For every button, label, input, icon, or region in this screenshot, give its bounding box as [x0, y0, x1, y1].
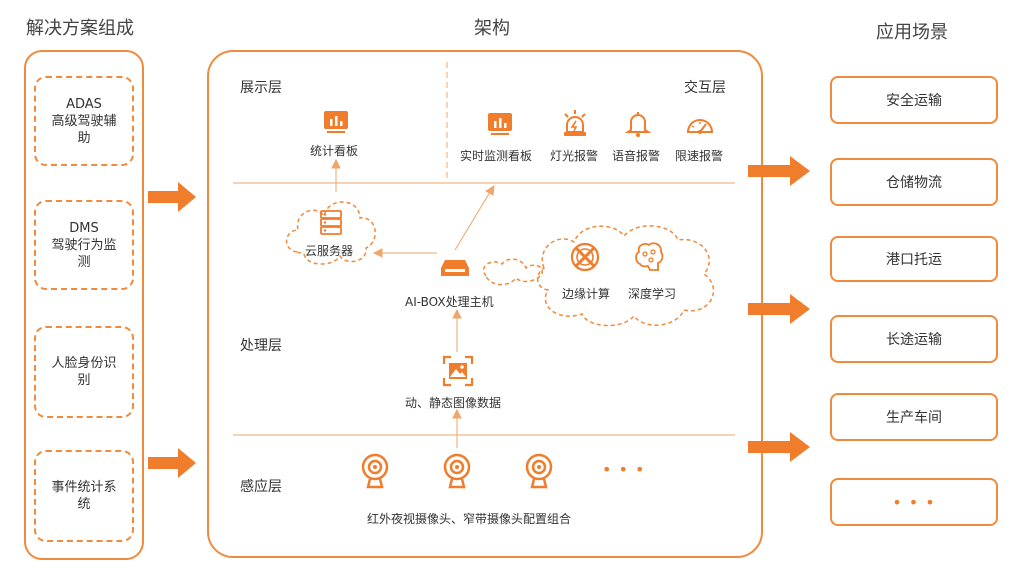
layer-processing-label: 处理层 [240, 338, 282, 354]
arrow-left-bottom [148, 448, 196, 478]
camera-icon [525, 453, 553, 489]
cloud-server-label: 云服务器 [305, 244, 354, 258]
scenario-warehouse-logistics: 仓储物流 [830, 158, 998, 206]
arrow-left-top [148, 182, 196, 212]
component-adas: ADAS 高级驾驶辅 助 [34, 76, 134, 166]
image-data-icon [442, 355, 474, 387]
left-header: 解决方案组成 [26, 18, 134, 39]
scenario-more: • • • [830, 478, 998, 526]
edge-cloud [482, 225, 715, 327]
camera-icon [361, 453, 389, 489]
component-dms: DMS 驾驶行为监 测 [34, 200, 134, 290]
layer-sensing-label: 感应层 [240, 479, 282, 495]
layer-display-label: 展示层 [240, 80, 282, 96]
stats-board-icon [324, 111, 348, 133]
solution-components-panel [24, 50, 144, 560]
chart-board-icon [488, 113, 512, 135]
interaction-item-label: 实时监测看板 [460, 149, 533, 163]
arrow-right-3 [748, 432, 810, 462]
speedometer-icon [686, 119, 714, 134]
center-header: 架构 [474, 18, 510, 39]
server-icon [320, 210, 342, 235]
interaction-item-label: 限速报警 [675, 149, 724, 163]
component-event-stats: 事件统计系 统 [34, 450, 134, 542]
ai-box-icon [441, 260, 469, 276]
scenario-port-shipping: 港口托运 [830, 236, 998, 282]
component-face-id: 人脸身份识 别 [34, 326, 134, 418]
layer-interaction-label: 交互层 [684, 80, 726, 96]
more-cameras-ellipsis: • • • [602, 460, 646, 479]
ai-box-label: AI-BOX处理主机 [405, 295, 494, 309]
arrow-right-2 [748, 294, 810, 324]
interaction-item-label: 语音报警 [612, 149, 661, 163]
cloud-server-cloud [285, 201, 376, 265]
edge-computing-icon [570, 242, 600, 272]
arrow-right-1 [748, 156, 810, 186]
scenario-safe-transport: 安全运输 [830, 76, 998, 124]
cameras-caption: 红外夜视摄像头、窄带摄像头配置组合 [367, 512, 572, 526]
right-header: 应用场景 [876, 22, 948, 43]
scenario-long-haul: 长途运输 [830, 315, 998, 363]
edge-computing-label: 边缘计算 [562, 287, 611, 301]
scenario-workshop: 生产车间 [830, 393, 998, 441]
camera-icon [443, 453, 471, 489]
deep-learning-label: 深度学习 [628, 287, 677, 301]
bell-icon [624, 112, 652, 137]
stats-board-label: 统计看板 [310, 144, 359, 158]
interaction-item-label: 灯光报警 [550, 149, 599, 163]
brain-icon [635, 242, 664, 271]
image-data-label: 动、静态图像数据 [405, 396, 502, 410]
warning-light-icon [564, 110, 586, 136]
